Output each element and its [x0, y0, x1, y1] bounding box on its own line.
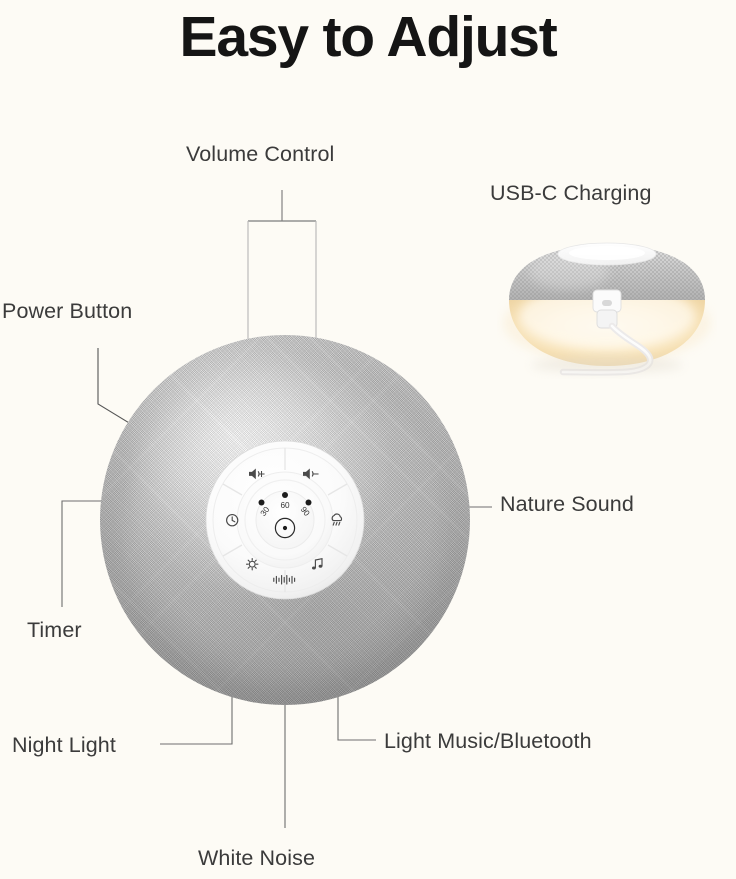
usbc-charging-product-photo	[503, 242, 711, 376]
timer-dot-90	[305, 499, 312, 506]
label-nature-sound: Nature Sound	[500, 492, 634, 516]
label-volume-control: Volume Control	[186, 142, 335, 166]
label-night-light: Night Light	[12, 733, 116, 757]
panel-mid-groove	[244, 479, 326, 561]
usb-c-connector	[592, 289, 622, 329]
music-note-icon	[312, 558, 323, 570]
panel-core	[255, 490, 315, 550]
speaker-minus-icon	[303, 468, 319, 480]
clock-icon	[226, 514, 239, 527]
power-button[interactable]	[274, 517, 296, 539]
contact-shadow	[531, 357, 683, 373]
timer-label-60: 60	[280, 501, 290, 510]
timer-indicator-dots	[258, 492, 312, 506]
rain-cloud-icon	[331, 513, 343, 526]
control-panel[interactable]: 30 60 90	[205, 440, 365, 600]
panel-segment-dividers	[222, 448, 348, 592]
light-music-button[interactable]	[312, 558, 323, 570]
timer-dot-30	[258, 499, 265, 506]
page-title: Easy to Adjust	[179, 5, 558, 69]
power-center-dot	[282, 525, 288, 531]
timer-dot-60	[282, 492, 288, 498]
night-light-button[interactable]	[245, 557, 259, 571]
label-usbc-charging: USB-C Charging	[490, 181, 652, 205]
fabric-dome-weave	[509, 245, 705, 300]
volume-down-button[interactable]	[303, 468, 319, 480]
sound-wave-icon	[273, 575, 296, 585]
volume-up-button[interactable]	[249, 468, 265, 480]
speaker-plus-icon	[249, 468, 265, 480]
label-timer: Timer	[27, 618, 82, 642]
sun-icon	[245, 557, 259, 571]
label-white-noise: White Noise	[198, 846, 315, 870]
timer-button[interactable]	[226, 514, 239, 527]
nature-sound-button[interactable]	[331, 513, 343, 526]
dome-highlight	[529, 254, 609, 290]
white-noise-button[interactable]	[273, 575, 296, 585]
label-light-music-bluetooth: Light Music/Bluetooth	[384, 729, 592, 753]
label-power-button: Power Button	[2, 299, 133, 323]
sound-machine-top-view: 30 60 90	[100, 335, 470, 705]
power-dot-icon	[274, 517, 296, 539]
